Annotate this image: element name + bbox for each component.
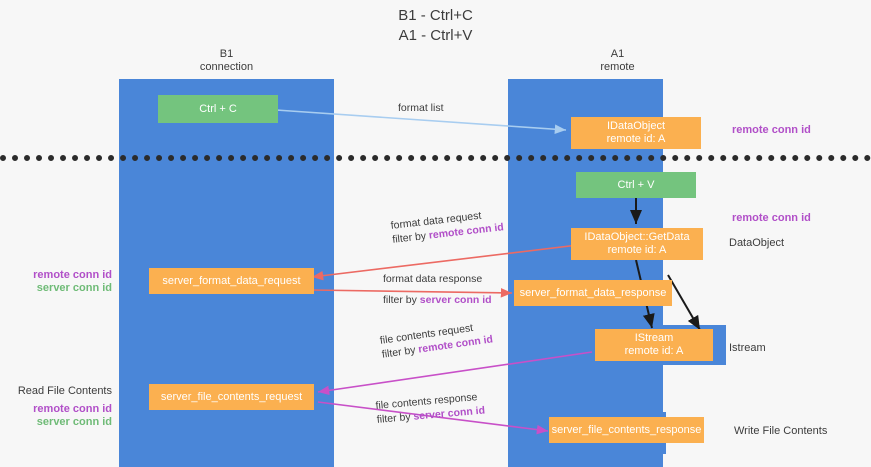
arrow-fmtres-istream — [667, 274, 701, 331]
lane-b1-role: connection — [199, 61, 254, 73]
title-line-1: B1 - Ctrl+C — [398, 7, 473, 24]
box-server-format-data-response[interactable]: server_format_data_response — [514, 280, 672, 306]
edge-label-format-data-response: format data response filter by server co… — [383, 272, 492, 307]
box-istream-line1: IStream — [634, 332, 674, 344]
box-ctrl-v-line1: Ctrl + V — [617, 178, 655, 191]
box-idataobject-line2: remote id: A — [606, 133, 666, 145]
box-server-format-data-request[interactable]: server_format_data_request — [149, 268, 314, 294]
edge-label-format-data-response-main: format data response — [383, 273, 483, 285]
box-server-format-data-response-label: server_format_data_response — [519, 286, 667, 299]
annotation-right-istream: Istream — [729, 342, 766, 354]
annotation-left-server-conn-1: server conn id — [36, 282, 112, 294]
box-idataobject-line1: IDataObject — [606, 120, 666, 132]
box-getdata-line1: IDataObject::GetData — [584, 231, 690, 243]
box-ctrl-c-line1: Ctrl + C — [199, 102, 237, 115]
edge-label-format-list: format list — [398, 101, 444, 115]
edge-label-format-data-response-filter-prefix: filter by — [383, 294, 420, 306]
box-server-file-contents-request[interactable]: server_file_contents_request — [149, 384, 314, 410]
arrow-format-data-response — [311, 288, 513, 298]
arrow-format-data-request — [311, 244, 579, 281]
box-server-file-contents-response[interactable]: server_file_contents_response — [549, 417, 704, 443]
annotation-right-remote-conn-top: remote conn id — [732, 124, 811, 136]
lane-a1-role: remote — [600, 61, 635, 73]
box-getdata-line2: remote id: A — [607, 244, 667, 256]
arrow-file-contents-request — [317, 351, 593, 396]
box-ctrl-c[interactable]: Ctrl + C — [158, 95, 278, 123]
annotation-left-remote-conn-2: remote conn id — [33, 403, 112, 415]
edge-label-file-contents-response-filter-prefix: filter by — [376, 410, 414, 426]
annotation-left-read-file-contents: Read File Contents — [17, 385, 112, 397]
box-server-file-contents-request-label: server_file_contents_request — [160, 390, 303, 403]
annotation-right-remote-conn-mid: remote conn id — [732, 212, 811, 224]
box-ctrl-v[interactable]: Ctrl + V — [576, 172, 696, 198]
phase-divider — [0, 155, 871, 161]
box-server-format-data-request-label: server_format_data_request — [162, 274, 301, 287]
lane-header-a1: A1 remote — [540, 48, 695, 74]
box-istream[interactable]: IStream remote id: A — [595, 329, 713, 361]
lane-header-b1: B1 connection — [149, 48, 304, 74]
annotation-left-remote-conn-1: remote conn id — [33, 269, 112, 281]
edge-label-format-list-main: format list — [398, 102, 444, 114]
title-line-2: A1 - Ctrl+V — [398, 27, 473, 44]
annotation-right-dataobject: DataObject — [729, 237, 785, 249]
arrow-file-contents-response — [317, 401, 549, 435]
lane-b1-name: B1 — [219, 48, 234, 60]
box-server-file-contents-response-label: server_file_contents_response — [551, 423, 702, 436]
annotation-left-server-conn-2: server conn id — [36, 416, 112, 428]
box-istream-line2: remote id: A — [624, 345, 684, 357]
box-idataobject[interactable]: IDataObject remote id: A — [571, 117, 701, 149]
box-getdata[interactable]: IDataObject::GetData remote id: A — [571, 228, 703, 260]
annotation-right-write-file-contents: Write File Contents — [734, 425, 828, 437]
page-title: B1 - Ctrl+C A1 - Ctrl+V — [0, 6, 871, 46]
arrow-format-list — [275, 109, 567, 135]
lane-a1-name: A1 — [610, 48, 625, 60]
edge-label-format-data-response-filter-key: server conn id — [419, 294, 492, 306]
